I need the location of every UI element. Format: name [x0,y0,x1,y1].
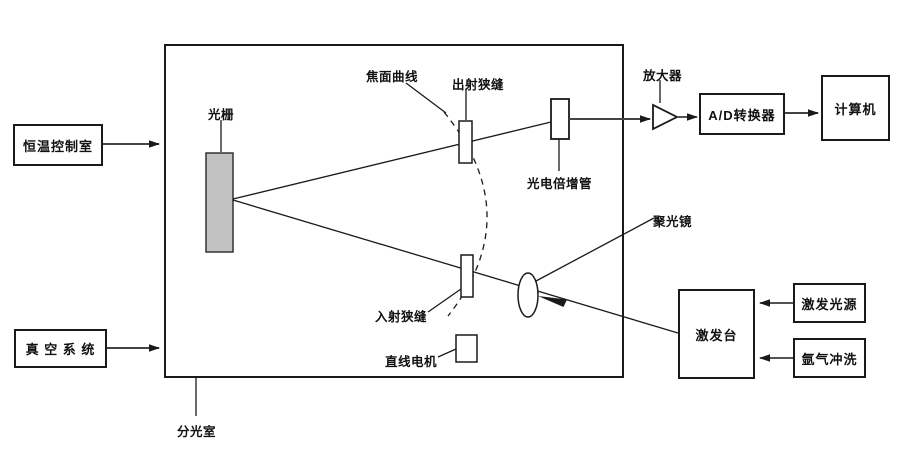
chamber-outline [164,44,624,378]
focal-curve-leader-line [405,82,447,114]
excitation-source-label: 激发光源 [801,296,858,312]
adc-box: A/D转换器 [699,93,785,135]
linear-motor-shape [455,334,478,363]
condenser-lens-leader-line [535,217,655,282]
adc-label: A/D转换器 [708,107,776,123]
vacuum-system-label: 真 空 系 统 [25,342,96,357]
linear-motor-leader-line [437,348,457,358]
pmt-shape [550,98,570,140]
amplifier-shape [652,103,680,131]
amplifier-label: 放大器 [643,69,683,83]
focal-curve-label: 焦面曲线 [366,70,419,84]
condenser-lens-shape [517,272,539,318]
argon-purge-box: 氩气冲洗 [793,338,866,378]
thermo-control-box: 恒温控制室 [13,124,103,166]
entrance-slit-label: 入射狭缝 [375,310,428,324]
argon-purge-label: 氩气冲洗 [801,351,858,367]
linear-motor-label: 直线电机 [385,355,438,369]
excitation-source-box: 激发光源 [793,283,866,323]
exit-slit-label: 出射狭缝 [452,78,505,92]
beam-to-exit-slit [232,121,552,200]
beam-direction-arrowhead [538,296,567,307]
chamber-label: 分光室 [177,425,217,439]
exit-slit-shape [458,120,473,164]
computer-box: 计算机 [821,75,890,141]
excitation-stand-box: 激发台 [678,289,755,379]
entrance-slit-leader-line [427,288,462,313]
beam-to-excitation-stand [232,199,679,334]
entrance-slit-shape [460,254,474,298]
grating-label: 光栅 [207,108,235,122]
vacuum-system-box: 真 空 系 统 [14,329,107,368]
grating-shape [205,152,234,253]
thermo-control-label: 恒温控制室 [22,138,93,154]
excitation-stand-label: 激发台 [695,327,738,343]
focal-curve-shape [443,111,488,317]
condenser-lens-label: 聚光镜 [653,215,693,229]
computer-label: 计算机 [834,101,877,117]
pmt-label: 光电倍增管 [527,177,593,191]
